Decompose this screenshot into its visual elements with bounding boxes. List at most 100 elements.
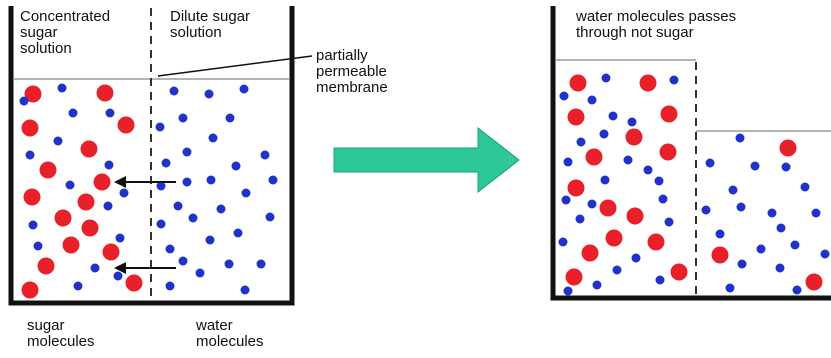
sugar-molecule	[54, 209, 72, 227]
left-arrow-icon	[114, 262, 126, 274]
sugar-molecule	[125, 274, 143, 292]
water-molecule	[623, 155, 633, 165]
water-molecule	[155, 122, 165, 132]
sugar-molecule	[96, 84, 114, 102]
water-molecule	[736, 202, 746, 212]
water-molecule	[576, 137, 586, 147]
water-molecule	[608, 111, 618, 121]
water-molecule	[775, 263, 785, 273]
sugar-molecule	[805, 273, 823, 291]
water-molecule	[715, 229, 725, 239]
right-arrow-icon	[333, 126, 520, 194]
sugar-molecule	[117, 116, 135, 134]
water-molecule	[104, 160, 114, 170]
water-molecule	[631, 253, 641, 263]
water-molecule	[178, 256, 188, 266]
water-molecule	[105, 108, 115, 118]
water-molecule	[600, 175, 610, 185]
water-molecule	[599, 129, 609, 139]
molecules-layer	[19, 73, 830, 299]
water-molecule	[57, 83, 67, 93]
water-molecule	[182, 177, 192, 187]
water-molecule	[737, 259, 747, 269]
sugar-molecule	[21, 119, 39, 137]
water-molecule	[563, 286, 573, 296]
water-molecule	[173, 201, 183, 211]
membrane-pointer-line	[157, 55, 313, 77]
water-molecule	[239, 84, 249, 94]
water-molecule	[19, 96, 29, 106]
water-molecule	[225, 113, 235, 123]
water-molecule	[728, 185, 738, 195]
water-molecule	[233, 228, 243, 238]
water-molecule	[669, 75, 679, 85]
sugar-molecule	[81, 219, 99, 237]
sugar-molecule	[80, 140, 98, 158]
sugar-molecule	[93, 173, 111, 191]
water-molecule	[208, 133, 218, 143]
water-molecule	[241, 188, 251, 198]
water-molecule	[224, 259, 234, 269]
water-molecule	[178, 113, 188, 123]
water-molecule	[205, 235, 215, 245]
water-molecule	[627, 117, 637, 127]
water-molecule	[256, 259, 266, 269]
water-molecule	[115, 233, 125, 243]
water-molecule	[767, 208, 777, 218]
water-molecule	[90, 263, 100, 273]
water-molecule	[792, 285, 802, 295]
water-molecule	[161, 158, 171, 168]
sugar-molecule	[670, 263, 688, 281]
water-molecule	[601, 73, 611, 83]
water-molecule	[204, 89, 214, 99]
sugar-molecule	[569, 74, 587, 92]
sugar-molecule	[659, 143, 677, 161]
sugar-molecule	[62, 236, 80, 254]
water-molecule	[561, 195, 571, 205]
sugar-molecule	[581, 244, 599, 262]
beaker-outline	[550, 6, 831, 301]
water-molecules-label: water molecules	[196, 317, 264, 350]
sugar-molecule	[625, 128, 643, 146]
sugar-molecule	[585, 148, 603, 166]
water-molecule	[188, 213, 198, 223]
water-molecule	[643, 165, 653, 175]
water-molecule	[781, 162, 791, 172]
water-molecule	[558, 237, 568, 247]
water-molecule	[655, 275, 665, 285]
membrane-label: partially permeable membrane	[316, 47, 388, 96]
concentrated-solution-label: Concentrated sugar solution	[20, 8, 111, 57]
sugar-molecule	[565, 268, 583, 286]
sugar-molecule	[660, 105, 678, 123]
sugar-molecule	[711, 246, 729, 264]
sugar-molecule	[779, 139, 797, 157]
dilute-solution-label: Dilute sugar solution	[170, 8, 251, 41]
water-molecule	[240, 285, 250, 295]
sugar-molecule	[639, 74, 657, 92]
water-molecule	[206, 175, 216, 185]
sugar-molecule	[102, 243, 120, 261]
water-molecule	[65, 180, 75, 190]
water-molecule	[811, 208, 821, 218]
water-molecule	[33, 241, 43, 251]
water-molecule	[165, 244, 175, 254]
beaker-outline	[8, 6, 295, 306]
sugar-molecule	[605, 229, 623, 247]
water-molecule	[103, 201, 113, 211]
sugar-molecule	[626, 207, 644, 225]
sugar-molecule	[77, 193, 95, 211]
water-molecule	[654, 176, 664, 186]
sugar-molecule	[567, 179, 585, 197]
water-molecule	[113, 271, 123, 281]
water-molecule	[28, 220, 38, 230]
water-molecule	[260, 150, 270, 160]
water-molecule	[156, 181, 166, 191]
sugar-molecule	[37, 257, 55, 275]
water-molecule	[612, 265, 622, 275]
water-molecule	[53, 136, 63, 146]
water-molecule	[725, 283, 735, 293]
sugar-molecule	[24, 85, 42, 103]
sugar-molecule	[21, 281, 39, 299]
result-caption: water molecules passes through not sugar	[576, 8, 737, 41]
